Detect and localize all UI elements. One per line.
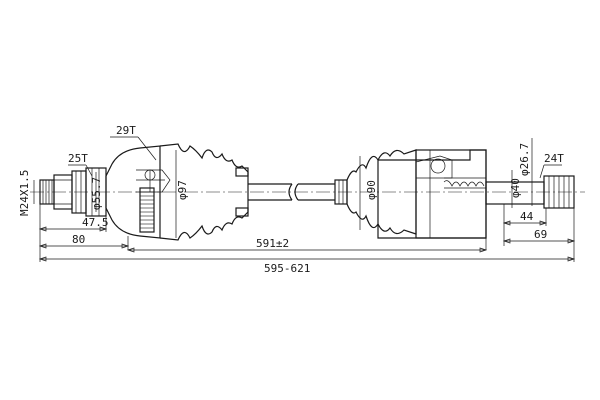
inner-overall-length-label: 69 <box>534 228 547 241</box>
outer-boot <box>159 143 249 241</box>
main-shaft <box>248 179 348 205</box>
outer-cv-dia-label: φ97 <box>176 180 189 200</box>
outer-spline-label: 25T <box>68 152 88 165</box>
outer-ring-label: 29T <box>116 124 136 137</box>
inner-seat-dia-label: φ40 <box>509 178 522 198</box>
inner-shaft-dia-label: φ26.7 <box>518 143 531 176</box>
length-range-label: 595-621 <box>264 262 310 275</box>
nominal-length-label: 591±2 <box>256 237 289 250</box>
inner-stub-shaft <box>485 175 575 209</box>
outer-overall-length-label: 80 <box>72 233 85 246</box>
thread-label: M24X1.5 <box>18 170 31 216</box>
inner-spline-label: 24T <box>544 152 564 165</box>
outer-seat-dia-label: φ55.7 <box>90 177 103 210</box>
outer-cv-joint <box>105 145 171 239</box>
inner-cv-housing <box>377 149 487 239</box>
outer-stub-length-label: 47.5 <box>82 216 109 229</box>
inner-cv-dia-label: φ90 <box>365 180 378 200</box>
dimension-lines <box>33 136 576 262</box>
inner-stub-length-label: 44 <box>520 210 534 223</box>
